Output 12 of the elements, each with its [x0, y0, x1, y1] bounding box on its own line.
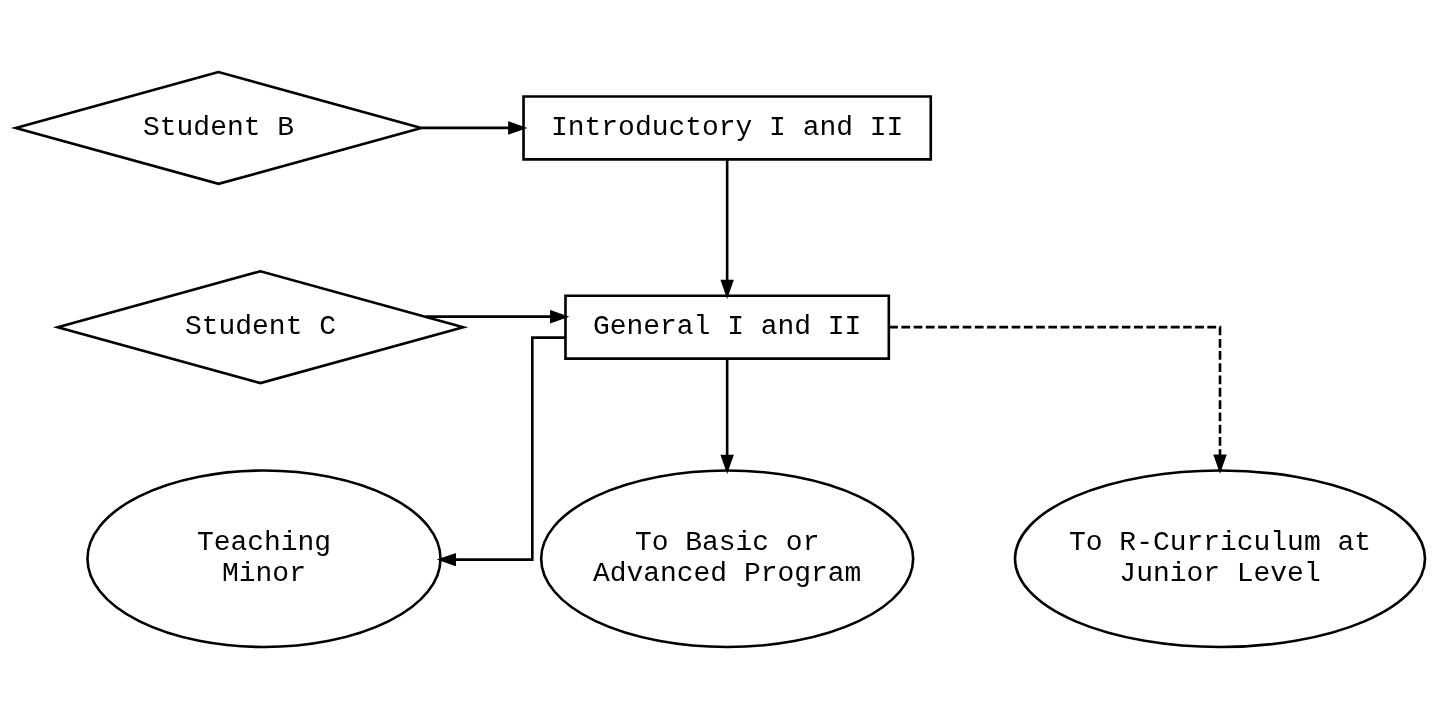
arrow	[889, 325, 1227, 474]
arrow	[436, 335, 566, 566]
arrow	[425, 309, 570, 323]
node-ellipse: To R-Curriculum at Junior Level	[1013, 468, 1427, 648]
node-ellipse: To Basic or Advanced Program	[539, 468, 915, 648]
arrow	[421, 120, 528, 135]
node-box: Introductory I and II	[522, 94, 933, 161]
arrow	[720, 358, 734, 474]
node-diamond: Student C	[52, 269, 469, 384]
arrow	[720, 159, 734, 299]
node-ellipse: Teaching Minor	[86, 468, 442, 648]
node-box: General I and II	[564, 293, 891, 360]
